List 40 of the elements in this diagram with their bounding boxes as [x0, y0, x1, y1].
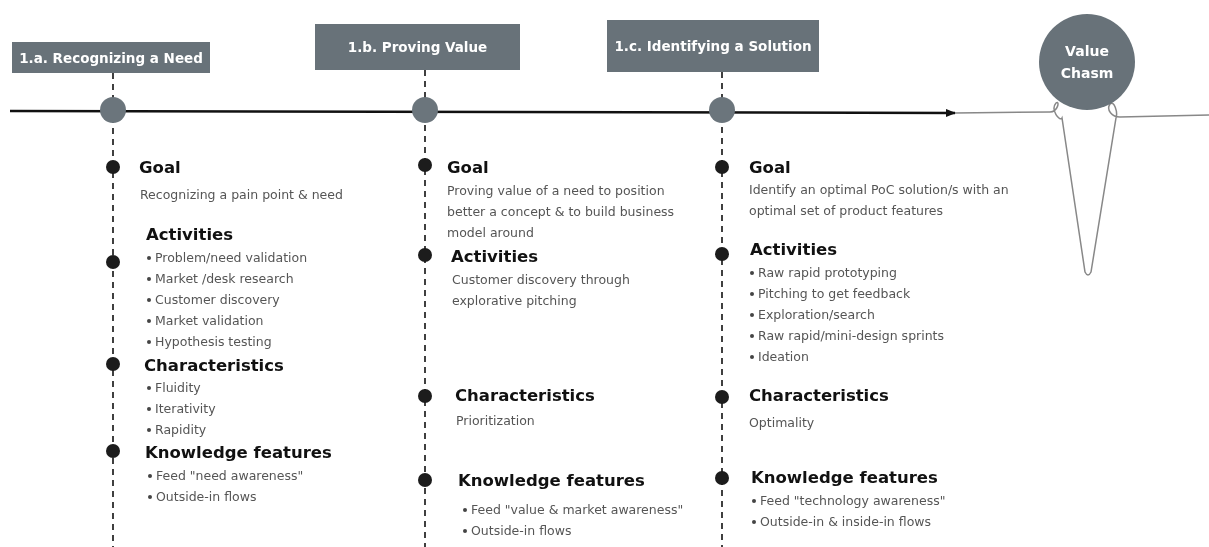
section-heading: Characteristics — [144, 355, 284, 377]
section-heading: Knowledge features — [458, 470, 645, 492]
list-item: Outside-in flows — [471, 521, 572, 540]
section-heading: Goal — [749, 157, 791, 179]
list-item: Iterativity — [155, 399, 216, 418]
list-item: Exploration/search — [758, 305, 875, 324]
description-text: Proving value of a need to position better a concept & to build business model around — [447, 181, 676, 242]
list-item: Raw rapid prototyping — [758, 263, 897, 282]
value-chasm-circle: Value Chasm — [1039, 14, 1135, 110]
list-item: Outside-in & inside-in flows — [760, 512, 931, 531]
list-item: Hypothesis testing — [155, 332, 272, 351]
section-heading: Goal — [139, 157, 181, 179]
list-item: Raw rapid/mini-design sprints — [758, 326, 944, 345]
list-item: Feed "need awareness" — [156, 466, 304, 485]
phase-box: 1.a. Recognizing a Need — [12, 42, 210, 73]
section-heading: Activities — [451, 246, 539, 268]
list-item: Market /desk research — [155, 269, 294, 288]
phase-box: 1.c. Identifying a Solution — [607, 20, 819, 72]
section-heading: Activities — [146, 224, 234, 246]
section-heading: Characteristics — [455, 385, 595, 407]
section-heading: Goal — [447, 157, 489, 179]
list-item: Pitching to get feedback — [758, 284, 911, 303]
section-heading: Knowledge features — [751, 467, 938, 489]
description-text: Optimality — [749, 413, 816, 432]
list-item: Feed "value & market awareness" — [471, 500, 684, 519]
list-item: Customer discovery — [155, 290, 280, 309]
list-item: Market validation — [155, 311, 264, 330]
phase-box: 1.b. Proving Value — [315, 24, 520, 70]
description-text: Prioritization — [456, 411, 536, 430]
list-item: Rapidity — [155, 420, 207, 439]
section-heading: Activities — [750, 239, 838, 261]
description-text: Customer discovery through explorative pitching — [452, 270, 631, 310]
section-heading: Knowledge features — [145, 442, 332, 464]
list-item: Outside-in flows — [156, 487, 257, 506]
list-item: Feed "technology awareness" — [760, 491, 946, 510]
list-item: Fluidity — [155, 378, 201, 397]
description-text: Identify an optimal PoC solution/s with an optimal set of product features — [749, 180, 1010, 220]
list-item: Ideation — [758, 347, 809, 366]
section-heading: Characteristics — [749, 385, 889, 407]
list-item: Problem/need validation — [155, 248, 308, 267]
